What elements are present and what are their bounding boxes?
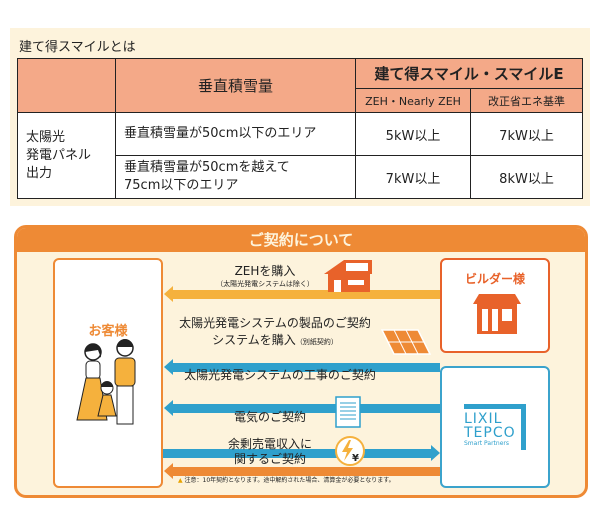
zeh-header: ZEH・Nearly ZEH [355, 88, 471, 113]
smile-header: 建て得スマイル・スマイルE [355, 58, 583, 89]
builder-box: ビルダー様 [440, 258, 550, 353]
logo-line: LIXIL [464, 411, 503, 427]
flow-label: ZEHを購入 [234, 264, 296, 278]
flow-label: 余剰売電収入に [227, 437, 312, 451]
snow-header: 垂直積雪量 [115, 58, 356, 113]
std-cell: 8kW以上 [470, 155, 583, 199]
condition-line: 75cm以下のエリア [124, 178, 239, 193]
flow-label: 太陽光発電システムの製品のご契約 [179, 316, 371, 330]
note-text: 注意：10年契約となります。途中解約された場合、清算金が必要となります。 [184, 477, 395, 484]
arrow-electricity [163, 445, 440, 461]
flow-sub: （別紙契約） [295, 338, 338, 346]
note: ▲ 注意：10年契約となります。途中解約された場合、清算金が必要となります。 [178, 475, 395, 484]
row-label-line: 出力 [26, 165, 53, 181]
flow-construction: 太陽光発電システムの工事のご契約 [184, 368, 376, 382]
zeh-cell: 7kW以上 [355, 155, 471, 199]
builder-label: ビルダー様 [464, 272, 525, 286]
arrow-surplus [164, 463, 440, 479]
shop-icon [473, 294, 521, 334]
logo-line: TEPCO [464, 425, 516, 441]
zeh-cell: 5kW以上 [355, 112, 471, 156]
flow-zeh: ZEHを購入 （太陽光発電システムは除く） [200, 262, 330, 289]
flow-surplus: 余剰売電収入に 関するご契約 [210, 437, 330, 467]
empty-header [17, 58, 116, 113]
row-label: 太陽光 発電パネル 出力 [17, 112, 116, 199]
smile-title: 建て得スマイルとは [19, 40, 136, 55]
arrow-construction [164, 400, 440, 416]
lixil-tepco-logo: LIXIL TEPCO Smart Partners [464, 404, 526, 450]
document-icon [335, 396, 361, 428]
logo-line: Smart Partners [464, 440, 509, 447]
lixil-tepco-box: LIXIL TEPCO Smart Partners [440, 366, 550, 488]
condition-line: 垂直積雪量が50cmを越えて [124, 160, 290, 175]
flow-product: 太陽光発電システムの製品のご契約 システムを購入（別紙契約） [165, 314, 385, 348]
smile-table: 垂直積雪量 建て得スマイル・スマイルE ZEH・Nearly ZEH 改正省エネ… [17, 58, 583, 199]
arrow-zeh [164, 286, 440, 302]
house-solar-icon [324, 260, 372, 292]
row-label-line: 太陽光 [26, 129, 66, 145]
electricity-yen-icon: ¥ [335, 436, 365, 466]
contract-title: ご契約について [17, 228, 585, 252]
std-header: 改正省エネ基準 [470, 88, 583, 113]
warning-icon: ▲ [178, 477, 183, 484]
condition-cell: 垂直積雪量が50cm以下のエリア [115, 112, 356, 156]
family-icon [76, 339, 136, 425]
arrow-product [164, 359, 440, 375]
row-label-line: 発電パネル [26, 147, 92, 163]
condition-cell: 垂直積雪量が50cmを越えて 75cm以下のエリア [115, 155, 356, 199]
flow-label: システムを購入 [212, 333, 296, 347]
flow-sub: （太陽光発電システムは除く） [216, 280, 314, 288]
svg-text:¥: ¥ [352, 453, 359, 464]
customer-box: お客様 [53, 258, 163, 488]
std-cell: 7kW以上 [470, 112, 583, 156]
solar-panel-icon [380, 329, 432, 355]
flow-label: 関するご契約 [233, 452, 306, 466]
customer-label: お客様 [88, 324, 128, 339]
flow-electricity: 電気のご契約 [233, 410, 306, 424]
